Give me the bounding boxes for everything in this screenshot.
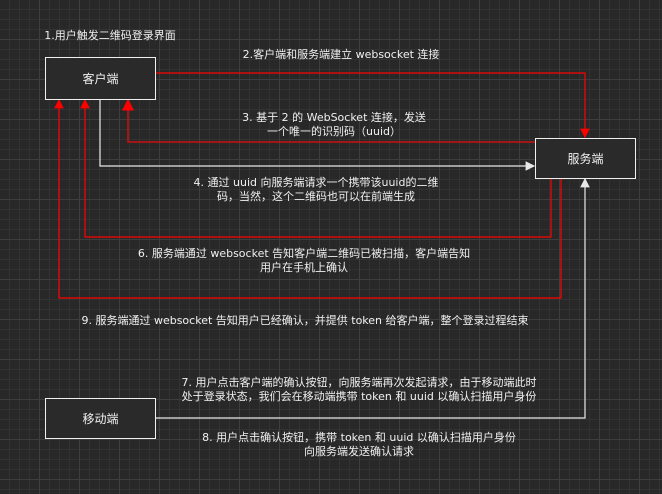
server-label: 服务端 <box>567 152 604 166</box>
step-6-line-2: 用户在手机上确认 <box>260 261 348 274</box>
step-8-line-1: 8. 用户点击确认按钮，携带 token 和 uuid 以确认扫描用户身份 <box>202 431 516 444</box>
client-node[interactable]: 客户端 <box>45 57 156 100</box>
step-6-line-1: 6. 服务端通过 websocket 告知客户端二维码已被扫描，客户端告知 <box>137 247 471 260</box>
mobile-label: 移动端 <box>82 412 119 426</box>
step-4-label: 4. 通过 uuid 向服务端请求一个携带该uuid的二维码，当然，这个二维码也… <box>194 176 439 204</box>
step-3-line-2: 一个唯一的识别码（uuid） <box>267 125 401 138</box>
edge-6-scanned <box>80 98 552 238</box>
edge-8-confirm <box>155 177 590 419</box>
step-7-label: 7. 用户点击客户端的确认按钮，向服务端再次发起请求，由于移动端此时处于登录状态… <box>182 376 537 404</box>
step-6-label: 6. 服务端通过 websocket 告知客户端二维码已被扫描，客户端告知用户在… <box>138 247 470 275</box>
mobile-node[interactable]: 移动端 <box>45 398 156 439</box>
step-2-label: 2.客户端和服务端建立 websocket 连接 <box>242 48 440 61</box>
edge-9-token <box>54 98 562 299</box>
step-9-label: 9. 服务端通过 websocket 告知用户已经确认，并提供 token 给客… <box>81 314 529 327</box>
step-8-label: 8. 用户点击确认按钮，携带 token 和 uuid 以确认扫描用户身份向服务… <box>202 431 516 459</box>
step-7-line-1: 7. 用户点击客户端的确认按钮，向服务端再次发起请求，由于移动端此时 <box>181 376 537 389</box>
step-1-label: 1.用户触发二维码登录界面 <box>44 29 176 42</box>
step-3-label: 3. 基于 2 的 WebSocket 连接，发送一个唯一的识别码（uuid） <box>242 111 426 139</box>
server-node[interactable]: 服务端 <box>535 138 636 179</box>
edge-3-uuid <box>122 98 535 143</box>
step-7-line-2: 处于登录状态，我们会在移动端携带 token 和 uuid 以确认扫描用户身份 <box>181 390 537 403</box>
step-4-line-2: 码，当然，这个二维码也可以在前端生成 <box>216 190 415 203</box>
step-8-line-2: 向服务端发送确认请求 <box>304 445 414 458</box>
edge-4-qrcode <box>99 99 536 171</box>
step-3-line-1: 3. 基于 2 的 WebSocket 连接，发送 <box>242 111 426 124</box>
step-4-line-1: 4. 通过 uuid 向服务端请求一个携带该uuid的二维 <box>193 176 439 189</box>
edge-2-connect <box>155 72 590 139</box>
client-label: 客户端 <box>82 72 119 86</box>
